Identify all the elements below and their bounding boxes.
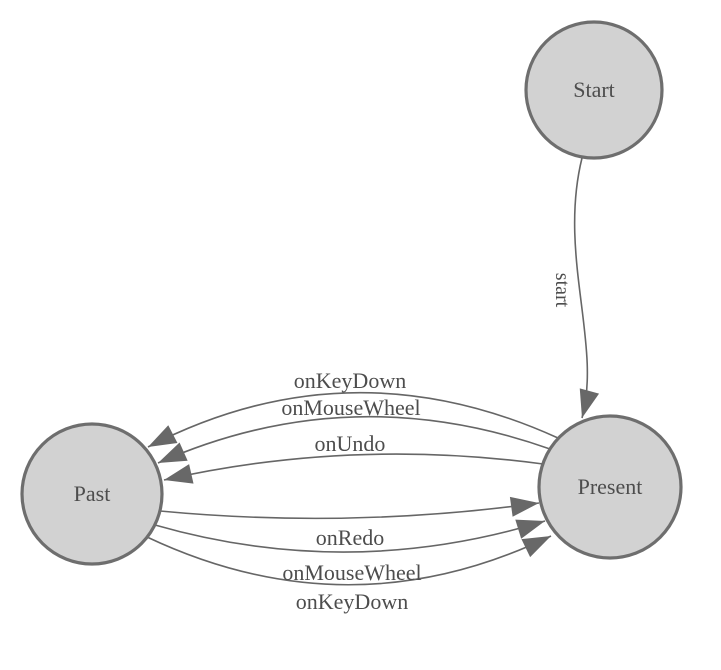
- node-past[interactable]: Past: [20, 422, 164, 566]
- edge-label-layer: start onKeyDown onMouseWheel onUndo onRe…: [281, 273, 573, 614]
- edge-label-onkeydown-top: onKeyDown: [294, 368, 406, 393]
- edge-label-onmousewheel-top: onMouseWheel: [281, 395, 420, 420]
- edge-past-to-present-onmousewheel: [154, 519, 546, 553]
- node-present-label: Present: [578, 474, 643, 499]
- edge-label-onredo: onRedo: [316, 525, 384, 550]
- node-past-circle[interactable]: [20, 422, 164, 566]
- edge-past-to-present-onkeydown: [146, 535, 552, 586]
- edge-start-to-present: [573, 157, 600, 419]
- node-layer: Start Past Present: [20, 20, 683, 566]
- node-past-label: Past: [74, 481, 111, 506]
- node-start-circle[interactable]: [524, 20, 664, 160]
- edge-label-onmousewheel-bottom: onMouseWheel: [282, 560, 421, 585]
- node-present[interactable]: Present: [537, 414, 683, 560]
- node-start-label: Start: [573, 77, 615, 102]
- node-start[interactable]: Start: [524, 20, 664, 160]
- edge-past-to-present-onredo: [159, 496, 540, 520]
- edge-label-onundo: onUndo: [315, 431, 386, 456]
- edge-layer: [146, 157, 600, 586]
- edge-present-to-past-onkeydown: [147, 391, 559, 448]
- edge-label-start: start: [551, 273, 573, 308]
- edge-present-to-past-onmousewheel: [157, 415, 551, 464]
- edge-label-onkeydown-bottom: onKeyDown: [296, 589, 408, 614]
- node-present-circle[interactable]: [537, 414, 683, 560]
- edge-present-to-past-onundo: [163, 453, 544, 484]
